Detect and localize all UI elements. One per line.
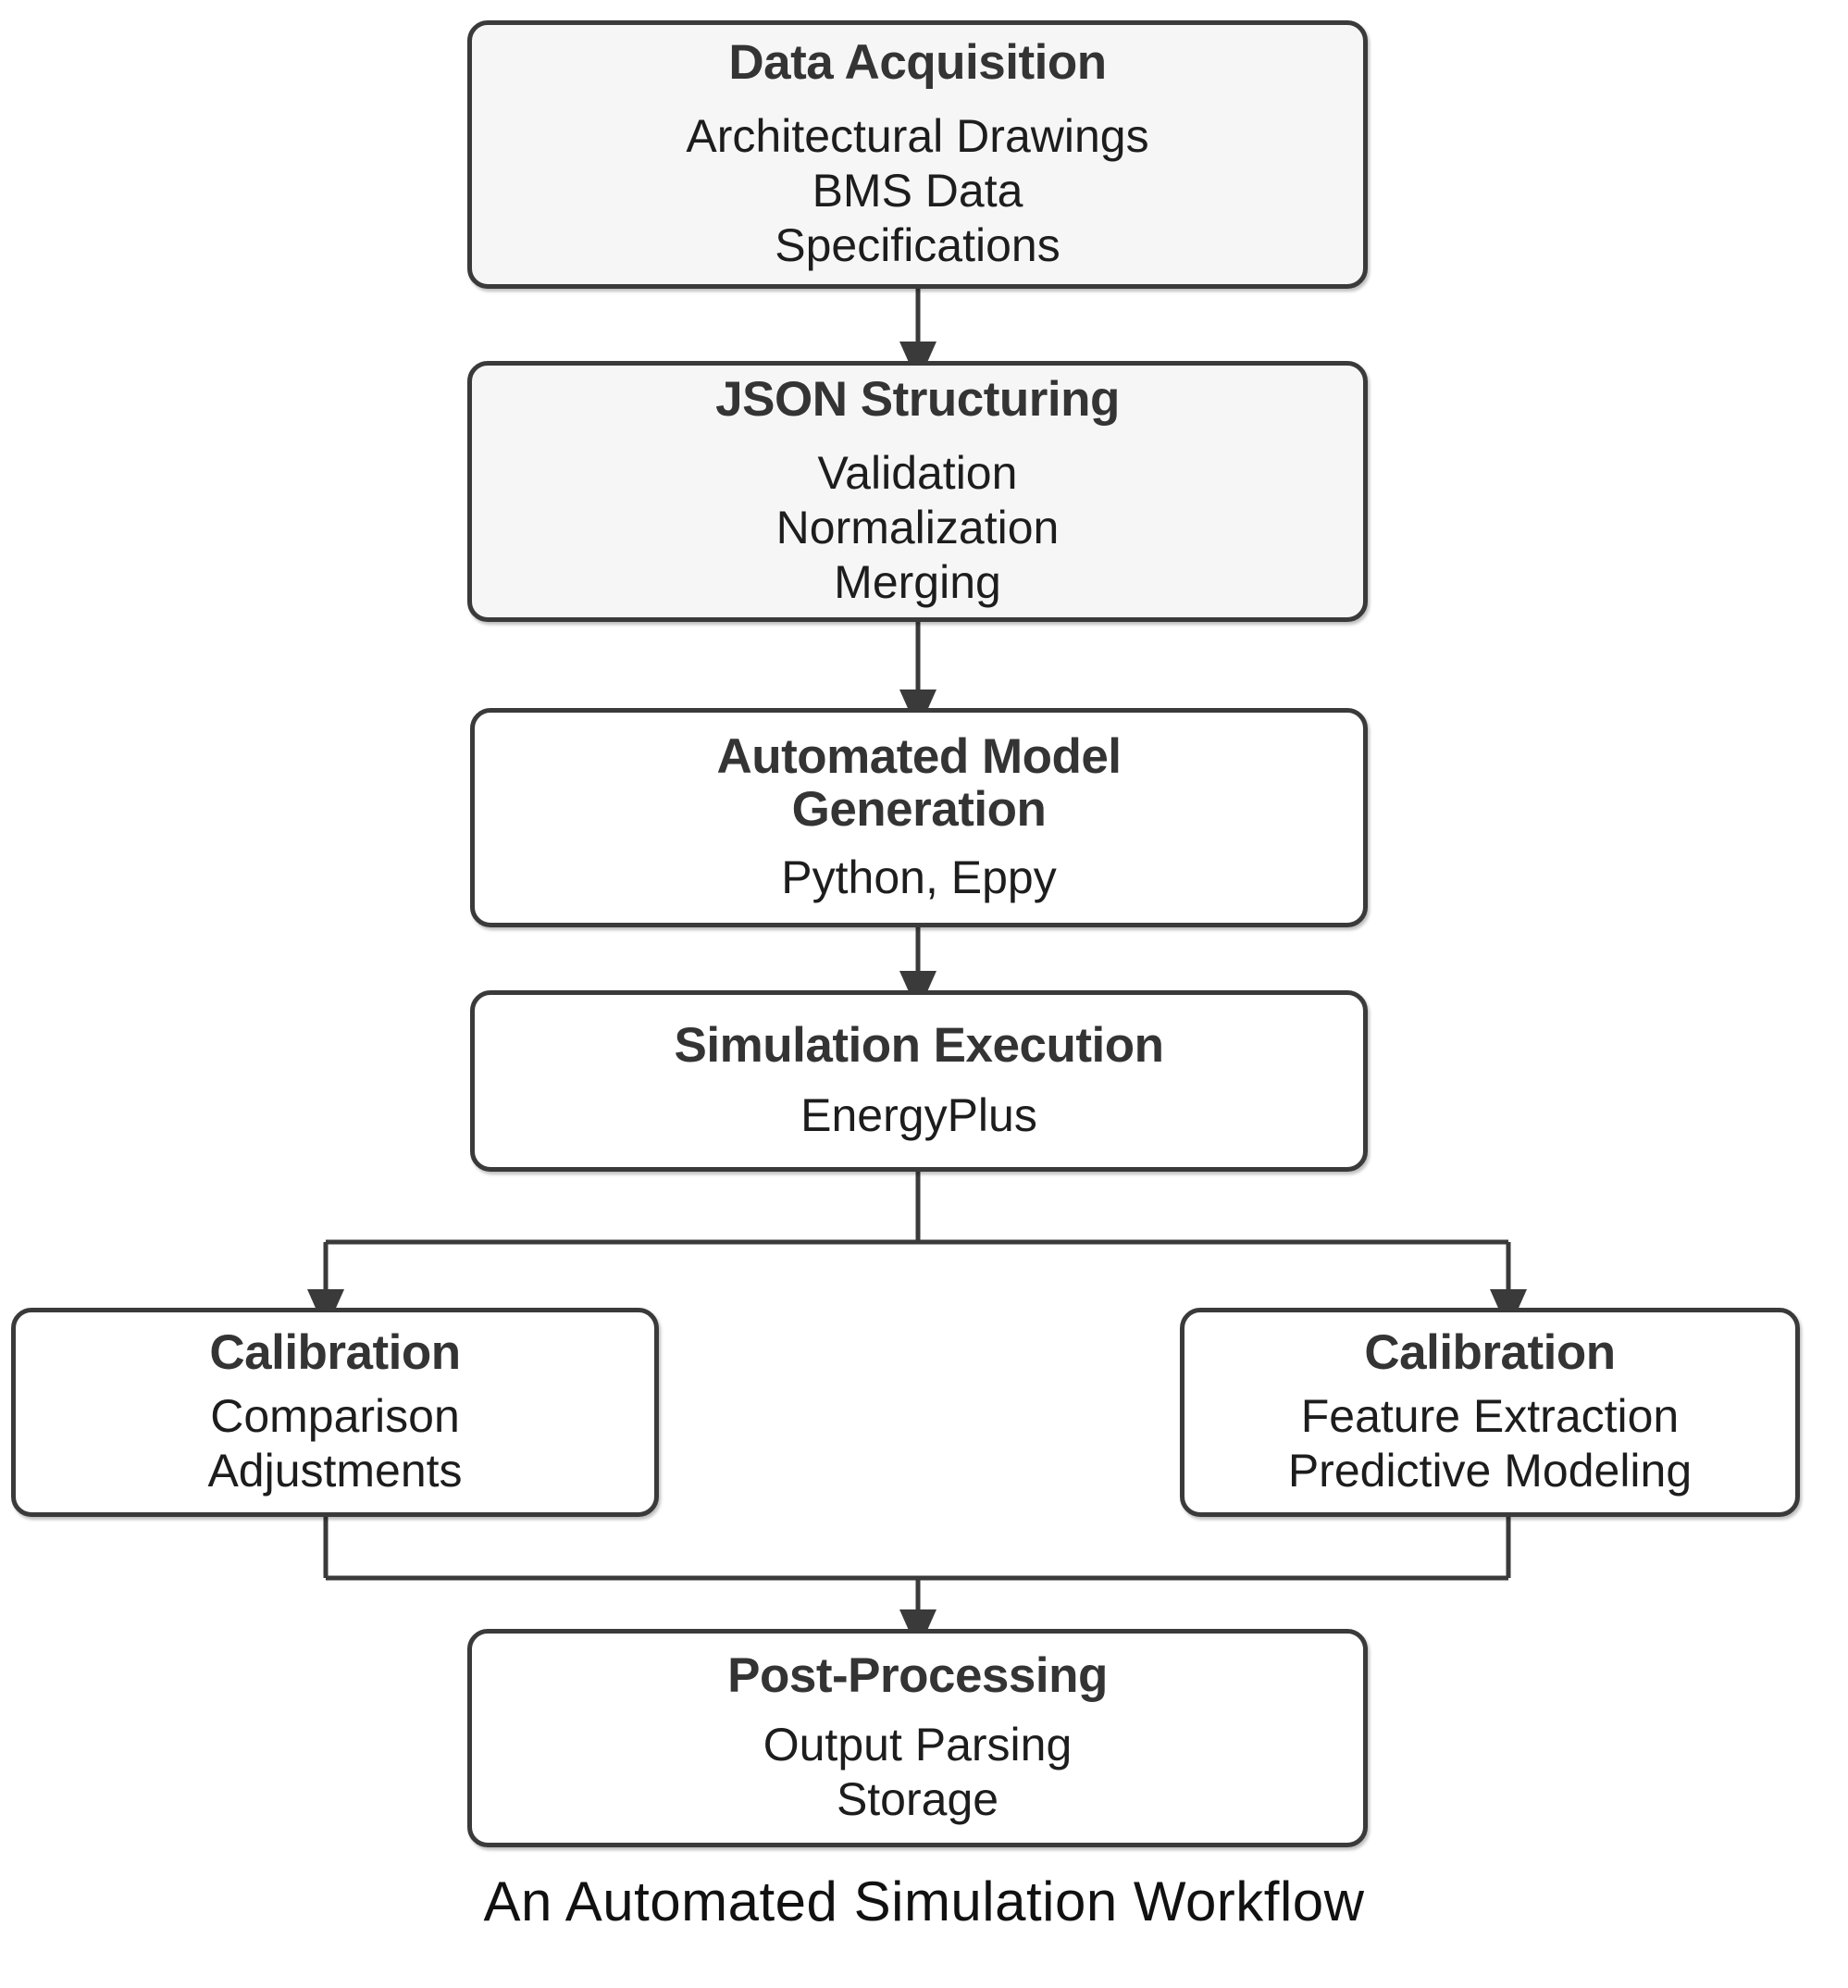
node-title: Post-Processing [727, 1648, 1108, 1704]
node-title: Simulation Execution [674, 1017, 1164, 1073]
node-body: Validation Normalization Merging [775, 447, 1060, 609]
diagram-caption: An Automated Simulation Workflow [483, 1870, 1365, 1932]
node-title: Automated Model Generation [716, 728, 1122, 837]
node-title: Data Acquisition [728, 34, 1107, 90]
node-simulation-execution[interactable]: Simulation Execution EnergyPlus [470, 990, 1368, 1172]
node-data-acquisition[interactable]: Data Acquisition Architectural Drawings … [467, 20, 1368, 289]
node-body: Feature Extraction Predictive Modeling [1287, 1389, 1693, 1497]
node-body: Output Parsing Storage [763, 1718, 1073, 1825]
node-body: EnergyPlus [800, 1089, 1037, 1142]
edge-simulation-split-bus [326, 1172, 1508, 1245]
node-calibration-right[interactable]: Calibration Feature Extraction Predictiv… [1180, 1308, 1800, 1517]
node-title: Calibration [1364, 1325, 1616, 1381]
node-title: Calibration [209, 1325, 461, 1381]
node-body: Comparison Adjustments [207, 1389, 463, 1497]
node-title: JSON Structuring [715, 371, 1120, 427]
node-automated-model-generation[interactable]: Automated Model Generation Python, Eppy [470, 708, 1368, 927]
node-post-processing[interactable]: Post-Processing Output Parsing Storage [467, 1629, 1368, 1847]
node-json-structuring[interactable]: JSON Structuring Validation Normalizatio… [467, 361, 1368, 622]
node-body: Python, Eppy [781, 851, 1057, 904]
node-body: Architectural Drawings BMS Data Specific… [686, 110, 1149, 272]
node-calibration-left[interactable]: Calibration Comparison Adjustments [11, 1308, 659, 1517]
edge-calibrations-merge-bus [323, 1517, 1511, 1581]
